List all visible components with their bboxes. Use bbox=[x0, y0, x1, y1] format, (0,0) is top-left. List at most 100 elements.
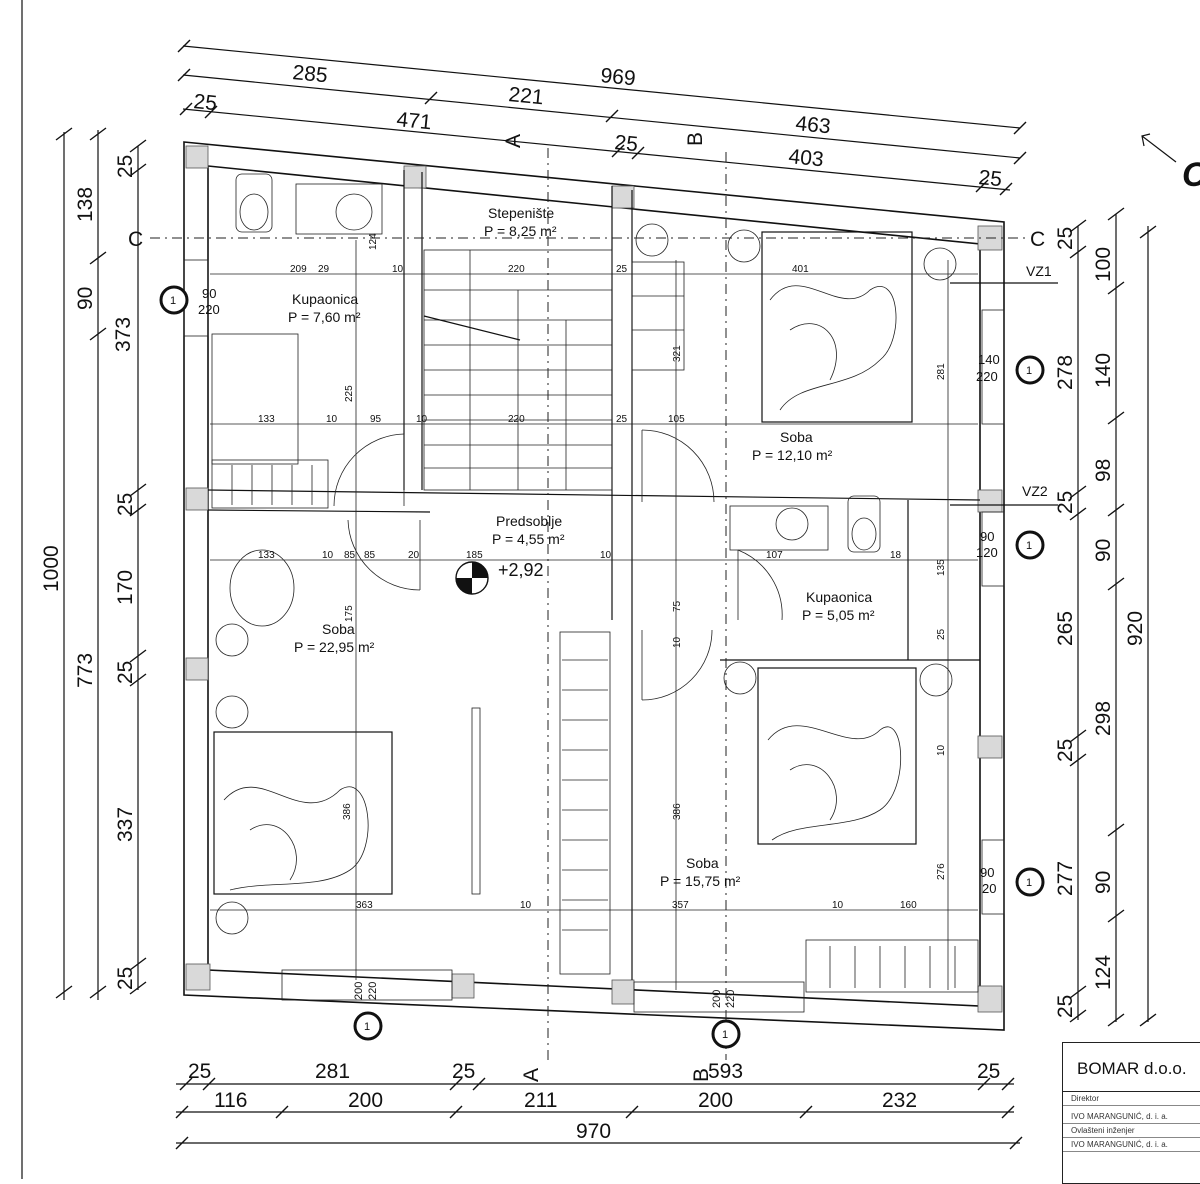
window-w: 200 bbox=[353, 982, 365, 1000]
window-h: 120 bbox=[976, 545, 998, 560]
dim-277: 277 bbox=[1054, 861, 1077, 896]
inner-dim: 386 bbox=[342, 803, 353, 820]
room-name-hall: Predsoblje bbox=[496, 513, 562, 529]
room-area-bedroom2: P = 22,95 m² bbox=[294, 639, 375, 655]
inner-dim: 220 bbox=[508, 414, 525, 425]
dim-116: 116 bbox=[214, 1089, 247, 1112]
inner-dim: 10 bbox=[416, 414, 428, 425]
dim-l-25-b: 25 bbox=[114, 493, 137, 516]
room-name-stairs: Stepenište bbox=[488, 205, 554, 221]
dim-100: 100 bbox=[1092, 247, 1115, 282]
bottom-dimensions: 25 281 25 593 25 116 200 211 200 232 970 bbox=[175, 1060, 1023, 1150]
room-area-bedroom3: P = 15,75 m² bbox=[660, 873, 741, 889]
inner-dim: 220 bbox=[508, 264, 525, 275]
dim-r-25-c: 25 bbox=[1054, 739, 1077, 762]
inner-dim: 276 bbox=[936, 863, 947, 880]
inner-dim: 10 bbox=[520, 900, 532, 911]
left-dimensions: 1000 138 373 773 25 90 25 170 25 337 25 bbox=[40, 127, 147, 1000]
dim-25-b: 25 bbox=[614, 131, 639, 156]
dim-278: 278 bbox=[1054, 355, 1077, 390]
inner-dim: 85 bbox=[364, 550, 376, 561]
dim-211: 211 bbox=[524, 1089, 557, 1112]
dim-200-b: 200 bbox=[698, 1089, 733, 1112]
room-area-stairs: P = 8,25 m² bbox=[484, 223, 557, 239]
dim-l-90: 90 bbox=[74, 287, 97, 310]
room-area-bedroom1: P = 12,10 m² bbox=[752, 447, 833, 463]
inner-dim: 95 bbox=[370, 414, 382, 425]
interior-dim-lines bbox=[210, 240, 978, 990]
section-a-top: A bbox=[502, 134, 525, 148]
wardrobes bbox=[211, 459, 979, 993]
dim-373: 373 bbox=[112, 317, 135, 352]
window-h: 220 bbox=[976, 369, 998, 384]
window-mark: 1 bbox=[1026, 540, 1032, 552]
inner-dim: 85 bbox=[344, 550, 356, 561]
dim-593: 593 bbox=[708, 1060, 743, 1083]
dim-773: 773 bbox=[74, 653, 97, 688]
dim-r-25-a: 25 bbox=[1054, 227, 1077, 250]
dim-298: 298 bbox=[1092, 701, 1115, 736]
window-h: 220 bbox=[725, 990, 737, 1008]
inner-dim: 321 bbox=[672, 345, 683, 362]
window-mark: 1 bbox=[170, 295, 176, 307]
inner-dim: 107 bbox=[766, 550, 783, 561]
window-w: 90 bbox=[202, 286, 216, 301]
vz2-label: VZ2 bbox=[1022, 483, 1048, 499]
inner-dim: 10 bbox=[322, 550, 334, 561]
section-b-bottom: B bbox=[690, 1068, 713, 1082]
inner-dim: 185 bbox=[466, 550, 483, 561]
level-marker: +2,92 bbox=[455, 560, 544, 595]
room-area-bath1: P = 7,60 m² bbox=[288, 309, 361, 325]
dim-337: 337 bbox=[114, 807, 137, 842]
window-w: 200 bbox=[711, 990, 723, 1008]
inner-dim: 363 bbox=[356, 900, 373, 911]
dim-b-25-a: 25 bbox=[188, 1060, 211, 1083]
dim-969: 969 bbox=[600, 64, 637, 90]
dim-471: 471 bbox=[396, 108, 433, 134]
engineer-name: IVO MARANGUNIĆ, d. i. a. bbox=[1063, 1138, 1200, 1152]
inner-dim: 135 bbox=[936, 559, 947, 576]
dim-970: 970 bbox=[576, 1120, 611, 1143]
section-c-right: C bbox=[1030, 228, 1045, 251]
dim-r-90-b: 90 bbox=[1092, 871, 1115, 894]
inner-dim: 281 bbox=[936, 363, 947, 380]
window-h: 220 bbox=[367, 982, 379, 1000]
dim-25-a: 25 bbox=[193, 90, 218, 115]
window-markers: 1 1 1 1 1 1 bbox=[159, 285, 1045, 1049]
room-labels: Stepenište P = 8,25 m² Kupaonica P = 7,6… bbox=[288, 205, 875, 889]
inner-dim: 401 bbox=[792, 264, 809, 275]
doors bbox=[333, 429, 783, 701]
dim-r-25-d: 25 bbox=[1054, 995, 1077, 1018]
window-h: 20 bbox=[982, 881, 996, 896]
north-arrow: C bbox=[1141, 133, 1200, 194]
dim-200-a: 200 bbox=[348, 1089, 383, 1112]
inner-dim: 10 bbox=[936, 744, 947, 756]
window-h: 220 bbox=[198, 302, 220, 317]
beds bbox=[213, 231, 917, 895]
section-a-bottom: A bbox=[520, 1068, 543, 1082]
dim-r-25-b: 25 bbox=[1054, 491, 1077, 514]
inner-dim: 10 bbox=[600, 550, 612, 561]
dim-l-25-d: 25 bbox=[114, 967, 137, 990]
dim-b-25-b: 25 bbox=[452, 1060, 475, 1083]
section-b-top: B bbox=[684, 132, 707, 146]
dim-124: 124 bbox=[1092, 955, 1115, 990]
bathroom-fixtures bbox=[211, 173, 957, 935]
title-block: BOMAR d.o.o. Direktor IVO MARANGUNIĆ, d.… bbox=[1062, 1042, 1200, 1184]
inner-dim: 18 bbox=[890, 550, 902, 561]
interior-dimensions: 209 29 10 220 25 401 133 10 95 10 220 25… bbox=[258, 233, 947, 911]
inner-dim: 25 bbox=[936, 628, 947, 640]
dim-265: 265 bbox=[1054, 611, 1077, 646]
vz1-label: VZ1 bbox=[1026, 263, 1052, 279]
dim-232: 232 bbox=[882, 1089, 917, 1112]
wall-labels: VZ1 VZ2 bbox=[950, 263, 1058, 506]
room-area-bath2: P = 5,05 m² bbox=[802, 607, 875, 623]
dim-221: 221 bbox=[508, 83, 545, 109]
dim-l-25-a: 25 bbox=[114, 155, 137, 178]
inner-dim: 10 bbox=[832, 900, 844, 911]
room-name-bedroom3: Soba bbox=[686, 855, 719, 871]
right-dimensions: 920 278 265 298 277 25 100 140 98 25 90 … bbox=[1054, 207, 1157, 1027]
inner-dim: 175 bbox=[344, 605, 355, 622]
inner-dim: 20 bbox=[408, 550, 420, 561]
